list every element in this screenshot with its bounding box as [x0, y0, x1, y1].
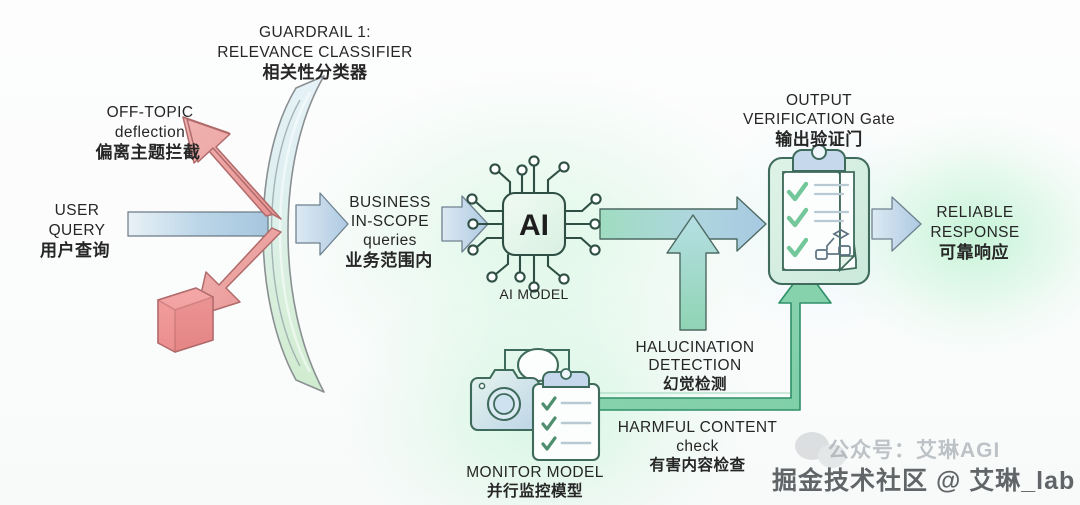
user-query-label-line2: QUERY	[48, 222, 106, 239]
ai-chip-icon	[466, 155, 602, 293]
monitor-model-label: MONITOR MODEL	[466, 464, 604, 481]
ai-model-caption: AI MODEL	[499, 286, 569, 302]
harmful-content-label-line1: HARMFUL CONTENT	[617, 419, 778, 436]
user-query-label-cn: 用户查询	[40, 241, 110, 260]
guardrail-title-cn: 相关性分类器	[262, 63, 368, 82]
checklist-clipboard-icon	[531, 368, 601, 462]
reliable-response-line2: RESPONSE	[930, 224, 1020, 241]
in-scope-label-line2: IN-SCOPE	[350, 213, 430, 230]
harmful-content-label-line2: check	[676, 438, 719, 455]
in-scope-label-cn: 业务范围内	[345, 251, 433, 270]
user-query-arrow	[127, 211, 269, 237]
in-scope-label-line3: queries	[363, 232, 417, 249]
blocked-query-cube-icon	[157, 287, 214, 353]
arrow-ai-to-gate	[599, 196, 767, 252]
camera-icon	[469, 368, 541, 432]
reliable-response-cn: 可靠响应	[939, 243, 1009, 262]
hallucination-detection-arrow	[666, 214, 720, 331]
output-gate-label-line2: VERIFICATION Gate	[742, 111, 896, 128]
ai-chip-label: AI	[519, 209, 549, 242]
off-topic-label-cn: 偏离主题拦截	[95, 143, 201, 162]
monitor-model-label-cn: 并行监控模型	[486, 483, 583, 500]
off-topic-label-line2: deflection	[114, 124, 186, 141]
arrow-to-ai-model	[441, 195, 489, 253]
output-gate-label-cn: 输出验证门	[775, 130, 863, 149]
guardrail-title-line1: GUARDRAIL 1:	[259, 24, 371, 41]
verification-clipboard-icon	[767, 144, 871, 286]
output-gate-label-line1: OUTPUT	[785, 92, 853, 109]
off-topic-deflection-arrow-up	[182, 116, 282, 220]
monitor-model-icons	[469, 347, 601, 462]
harmful-content-label-cn: 有害内容检查	[649, 457, 746, 474]
watermark-top: 公众号：艾琳AGI	[828, 439, 1001, 462]
watermark-bottom: 掘金技术社区 @ 艾琳_lab	[772, 467, 1076, 495]
in-scope-label-line1: BUSINESS	[349, 194, 431, 211]
hallucination-label-line1: HALUCINATION	[635, 339, 755, 356]
arrow-gate-to-response	[871, 196, 922, 252]
hallucination-label-cn: 幻觉检测	[662, 376, 727, 393]
reliable-response-line1: RELIABLE	[936, 204, 1014, 221]
off-topic-label-line1: OFF-TOPIC	[106, 104, 194, 121]
user-query-label-line1: USER	[54, 202, 100, 219]
guardrail-title-line2: RELEVANCE CLASSIFIER	[217, 44, 413, 61]
hallucination-label-line2: DETECTION	[648, 357, 742, 374]
in-scope-arrow	[295, 192, 349, 256]
wechat-watermark-icon	[795, 432, 846, 468]
